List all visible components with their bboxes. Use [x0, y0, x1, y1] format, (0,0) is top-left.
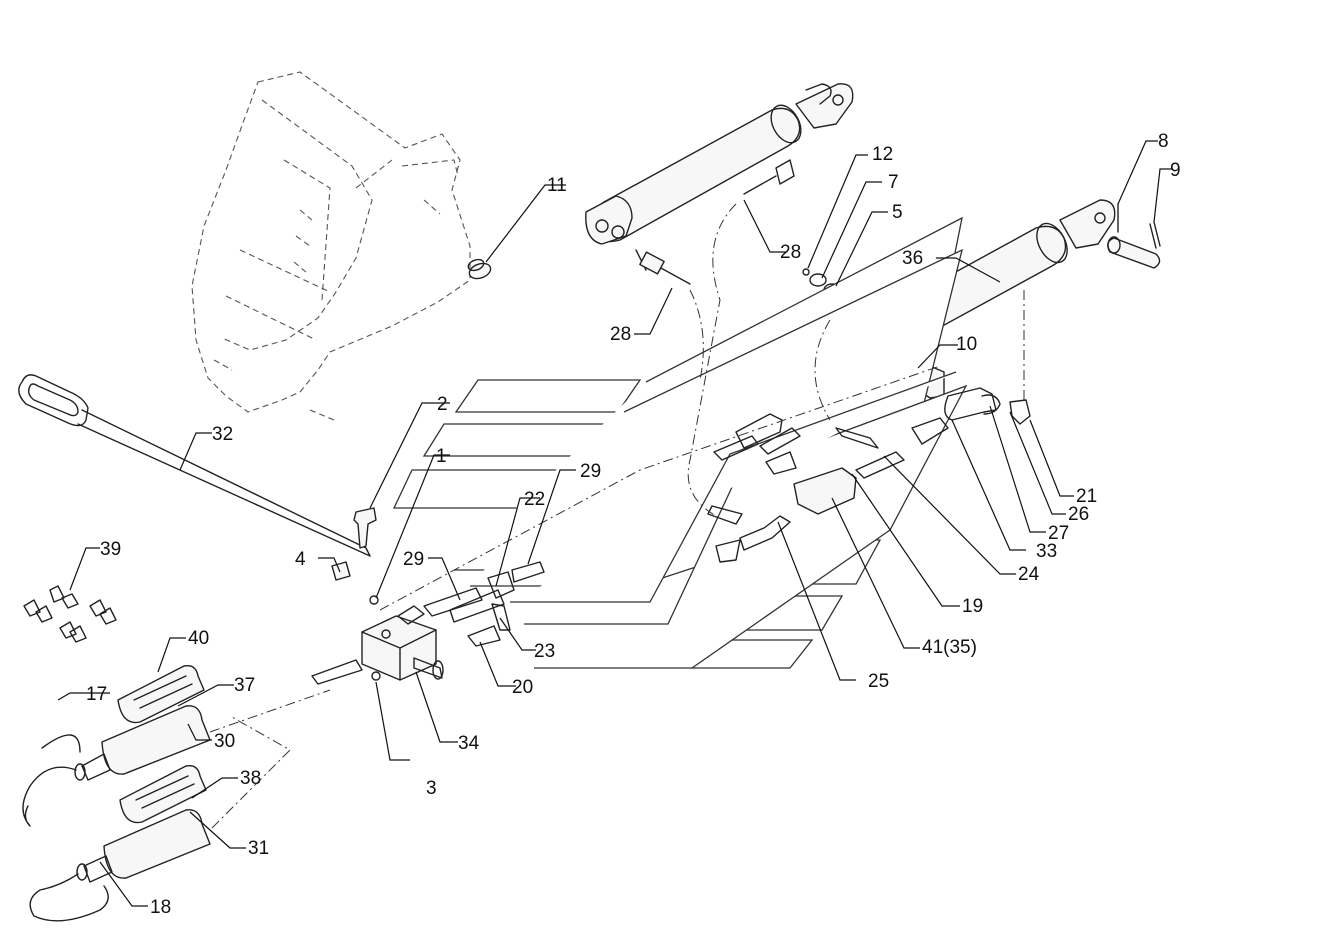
callout-31: 31 [248, 838, 269, 859]
valve-block-34 [311, 507, 444, 685]
callout-12: 12 [872, 144, 893, 165]
callout-4: 4 [295, 549, 306, 570]
callout-25: 25 [868, 671, 889, 692]
callout-27: 27 [1048, 523, 1069, 544]
center-fittings [423, 561, 545, 647]
callout-3: 3 [426, 778, 437, 799]
callout-34: 34 [458, 733, 480, 754]
chevron-decal-lower [510, 371, 968, 669]
callout-7: 7 [888, 172, 899, 193]
stickers-39 [23, 585, 117, 643]
callout-18: 18 [150, 897, 171, 918]
callout-29-left: 29 [403, 549, 424, 570]
callout-28-left: 28 [610, 324, 631, 345]
callout-2: 2 [437, 394, 448, 415]
leader-lines [57, 140, 1172, 907]
callout-29-right: 29 [580, 461, 601, 482]
quick-couplers-lower [29, 765, 211, 922]
callout-9: 9 [1170, 160, 1181, 181]
callout-26: 26 [1068, 504, 1089, 525]
callout-39: 39 [100, 539, 121, 560]
callout-10: 10 [956, 334, 977, 355]
callout-40: 40 [188, 628, 209, 649]
callout-21: 21 [1076, 486, 1097, 507]
callout-41-35: 41(35) [922, 637, 977, 658]
callout-24: 24 [1018, 564, 1040, 585]
callout-36: 36 [902, 248, 923, 269]
callout-23: 23 [534, 641, 555, 662]
tow-bar-32 [18, 374, 371, 557]
boom-frame-outline [191, 71, 471, 421]
callout-22: 22 [524, 489, 545, 510]
callout-19: 19 [962, 596, 983, 617]
callout-8: 8 [1158, 131, 1169, 152]
bushing-11 [467, 258, 492, 280]
hydraulic-cylinder-upper [585, 83, 854, 285]
hydraulic-fittings-right [707, 387, 1031, 563]
callout-32: 32 [212, 424, 233, 445]
pin-8-clip-9 [1107, 203, 1161, 269]
assembly-center-lines [209, 203, 1025, 829]
callout-20: 20 [512, 677, 533, 698]
callout-17: 17 [86, 684, 107, 705]
quick-couplers-upper [22, 665, 211, 827]
callout-1: 1 [436, 446, 447, 467]
callout-labels: 11 2 1 4 32 3 34 22 29 29 23 20 12 7 5 8… [86, 131, 1181, 918]
callout-11: 11 [547, 175, 567, 196]
callout-33: 33 [1036, 541, 1057, 562]
callout-5: 5 [892, 202, 903, 223]
callout-30: 30 [214, 731, 235, 752]
callout-28-top: 28 [780, 242, 801, 263]
callout-37: 37 [234, 675, 255, 696]
callout-38: 38 [240, 768, 261, 789]
